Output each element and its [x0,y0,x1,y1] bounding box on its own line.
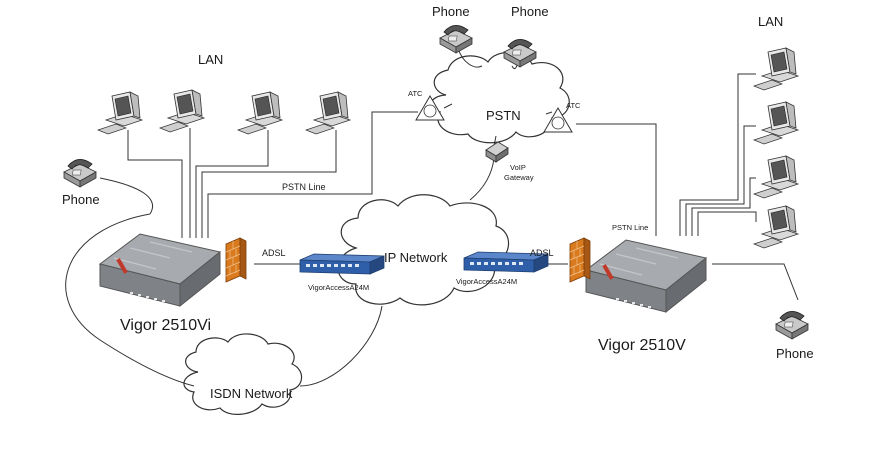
computer-icon [753,205,799,249]
lan-right-wire-4 [697,211,757,236]
atc-right-label: ATC [566,101,581,110]
phone-left-icon [63,159,97,188]
voip-gateway-label-1: VoIP [510,163,526,172]
isdn-network-label: ISDN Network [210,386,293,401]
dslam-left-label: VigorAccessA24M [308,283,369,292]
lan-left-wire-1 [127,130,183,238]
ip-network-cloud [337,194,510,306]
router-left-label: Vigor 2510Vi [120,317,211,334]
atc-left-pstn-wire [443,103,453,109]
voip-gateway-icon [485,141,509,163]
lan-left-wire-4 [201,130,337,238]
lan-right-wire-3 [691,177,756,236]
computer-icon [753,155,799,199]
isdn-left-wire [65,213,195,387]
phone-top-1-icon [439,25,473,54]
lan-left-label: LAN [198,52,223,67]
adsl-right-label: ADSL [530,248,554,258]
pstn-label: PSTN [486,108,521,123]
atc-right-pstn-wire [545,111,553,115]
computer-icon [159,89,205,133]
phone-left-wire [99,177,153,215]
lan-left-wire-3 [195,130,269,238]
adsl-left-label: ADSL [262,248,286,258]
firewall-left-icon [225,237,247,283]
pstn-line-right-wire [576,123,657,236]
router-right-label: Vigor 2510V [598,337,686,354]
atc-left-label: ATC [408,89,423,98]
computer-icon [97,91,143,135]
gateway-ip-wire [469,157,495,201]
pstn-line-left-label: PSTN Line [282,182,326,192]
phone-left-label: Phone [62,192,100,207]
lan-right-wire-1 [679,73,756,236]
ip-network-label: IP Network [384,250,448,265]
pstn-cloud [430,51,570,144]
pstn-line-left-wire [207,111,418,238]
firewall-right-icon [569,237,591,283]
computer-icon [753,101,799,145]
computer-icon [237,91,283,135]
phone-top-1-label: Phone [432,4,470,19]
computer-icon [753,47,799,91]
pstn-line-right-label: PSTN Line [612,223,648,232]
voip-gateway-label-2: Gateway [504,173,534,182]
lan-right-wire-2 [685,125,756,236]
router-right-icon [585,239,707,313]
phone-top-2-label: Phone [511,4,549,19]
lan-right-label: LAN [758,14,783,29]
dslam-right-label: VigorAccessA24M [456,277,517,286]
dslam-left-icon [299,253,385,275]
isdn-network-cloud [183,333,303,415]
router-left-icon [99,233,221,307]
phone-right-icon [775,311,809,340]
computer-icon [305,91,351,135]
phone-right-label: Phone [776,346,814,361]
phone-right-wire [712,263,799,301]
ip-isdn-wire [299,305,383,387]
